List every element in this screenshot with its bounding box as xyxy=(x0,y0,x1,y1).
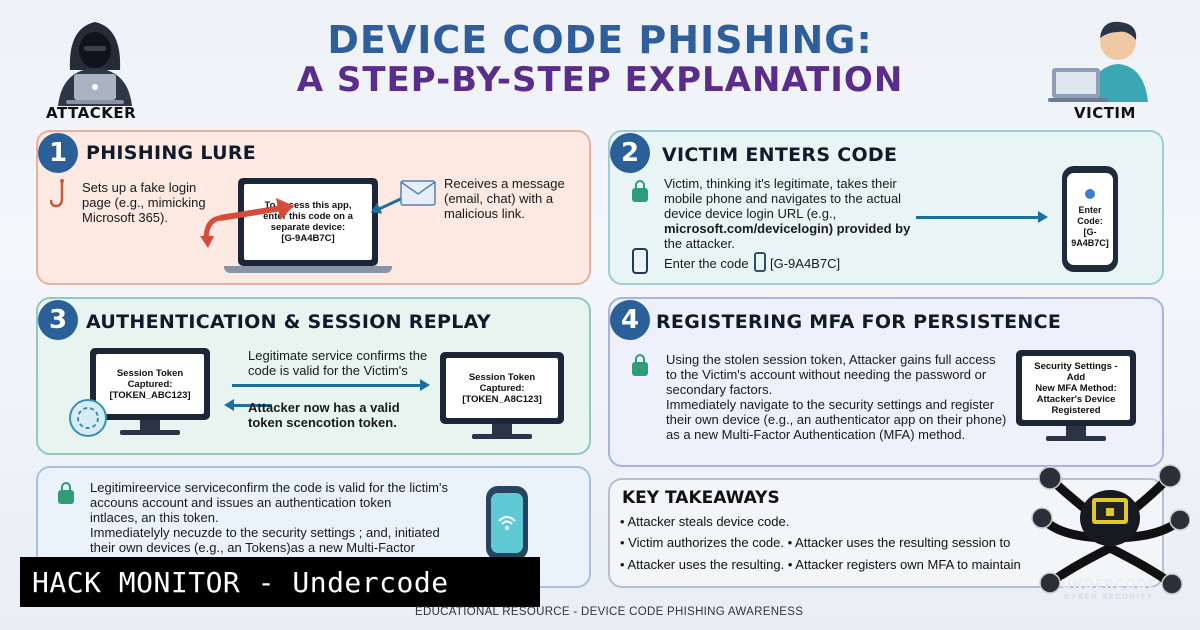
takeaway-item: • Victim authorizes the code. • Attacker… xyxy=(620,535,1011,550)
step3-arrow-left xyxy=(224,399,272,410)
step5-text: Legitimireervice serviceconfirm the code… xyxy=(90,480,448,555)
step2-enter-label: Enter the code xyxy=(664,256,749,271)
step2-title: VICTIM ENTERS CODE xyxy=(662,144,898,166)
takeaway-item: • Attacker uses the resulting. • Attacke… xyxy=(620,557,1021,572)
step4-badge: 4 xyxy=(610,300,650,340)
step2-arrow xyxy=(916,211,1048,222)
step3-confirm-text: Legitimate service confirms the code is … xyxy=(248,348,428,378)
lock-icon xyxy=(632,180,648,202)
wifi-signal-icon xyxy=(498,516,516,530)
attacker-monitor: Session Token Captured: [TOKEN_ABC123] xyxy=(90,348,210,420)
lock-icon xyxy=(632,354,648,376)
hack-monitor-banner: HACK MONITOR - Undercode xyxy=(20,557,540,607)
step1-left-text: Sets up a fake login page (e.g., mimicki… xyxy=(82,180,206,225)
step3-badge: 3 xyxy=(38,300,78,340)
step1-title: PHISHING LURE xyxy=(86,142,257,164)
small-phone-icon xyxy=(754,252,766,272)
lock-icon xyxy=(58,482,74,504)
step1-badge: 1 xyxy=(38,133,78,173)
shield-badge-icon xyxy=(69,399,107,437)
mfa-monitor: Security Settings - Add New MFA Method: … xyxy=(1016,350,1136,426)
step3-title: AUTHENTICATION & SESSION REPLAY xyxy=(86,311,491,333)
undercode-octopus-logo-icon xyxy=(1031,464,1190,595)
step4-title: REGISTERING MFA FOR PERSISTENCE xyxy=(656,311,1062,333)
step2-text: Victim, thinking it's legitimate, takes … xyxy=(664,176,911,251)
step4-text: Using the stolen session token, Attacker… xyxy=(666,352,1007,442)
takeaway-item: • Attacker steals device code. xyxy=(620,514,790,529)
fishing-hook-icon xyxy=(50,179,64,208)
phone-app-icon xyxy=(1085,189,1095,199)
key-takeaways-title: KEY TAKEAWAYS xyxy=(622,488,780,508)
phishing-laptop-screen: To access this app, enter this code on a… xyxy=(238,178,378,266)
step3-attacker-text: Attacker now has a valid token scencotio… xyxy=(248,400,400,430)
step1-right-text: Receives a message (email, chat) with a … xyxy=(444,176,565,221)
page-title-line2: A STEP-BY-STEP EXPLANATION xyxy=(296,60,904,100)
step3-arrow-right xyxy=(232,379,430,390)
page-title-line1: DEVICE CODE PHISHING: xyxy=(327,18,873,62)
attacker-label: ATTACKER xyxy=(46,104,137,122)
step2-badge: 2 xyxy=(610,133,650,173)
laptop-base xyxy=(224,266,392,273)
undercode-brand-sub: CYBER SECURITY xyxy=(1064,594,1154,601)
envelope-icon xyxy=(400,180,436,206)
victim-monitor: Session Token Captured: [TOKEN_A8C123] xyxy=(440,352,564,424)
undercode-brand: UNDERCODE xyxy=(1061,578,1157,593)
victim-person-icon xyxy=(1048,21,1148,102)
victim-label: VICTIM xyxy=(1074,104,1136,122)
authenticator-phone xyxy=(486,486,528,560)
hooded-attacker-icon xyxy=(58,22,132,106)
phone-icon xyxy=(632,248,648,274)
footer-text: EDUCATIONAL RESOURCE - DEVICE CODE PHISH… xyxy=(415,606,804,618)
step2-code: [G-9A4B7C] xyxy=(770,256,841,271)
victim-phone: Enter Code: [G-9A4B7C] xyxy=(1062,166,1118,272)
hook-with-arrow-icon xyxy=(200,198,294,248)
